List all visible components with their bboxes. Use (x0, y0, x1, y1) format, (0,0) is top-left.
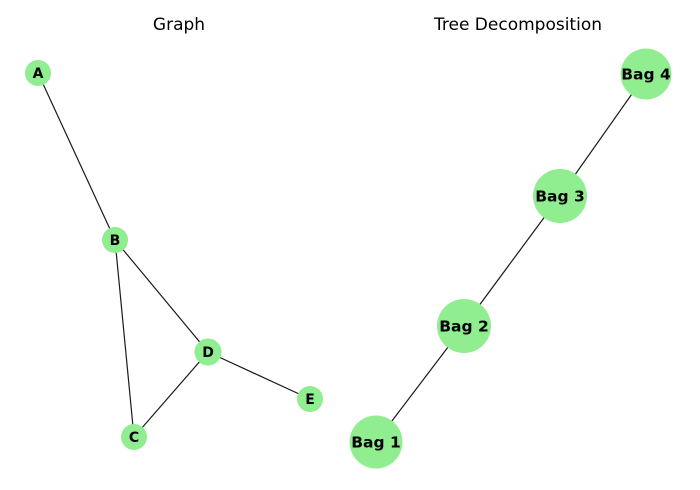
node-label-e: E (305, 392, 315, 408)
node-a: A (25, 60, 51, 86)
node-bag-1: Bag 1 (349, 415, 403, 469)
edge-d-e (207, 351, 311, 400)
graph-edges (37, 72, 311, 438)
node-circle-bag-4 (620, 48, 672, 100)
node-circle-bag-3 (533, 169, 587, 223)
node-label-b: B (110, 233, 121, 249)
edge-b-c (114, 239, 135, 438)
node-label-bag-4: Bag 4 (621, 66, 671, 84)
graph-panel: A B C D E Graph (25, 15, 323, 450)
tree-edges (375, 73, 647, 443)
node-label-d: D (202, 345, 214, 361)
tree-decomposition-title: Tree Decomposition (433, 15, 602, 35)
tree-panel: Bag 1 Bag 2 Bag 3 Bag 4 Tree Decomposition (349, 15, 672, 469)
node-circle-d (194, 338, 222, 366)
node-label-a: A (33, 66, 44, 82)
node-bag-4: Bag 4 (620, 48, 672, 100)
node-d: D (194, 338, 222, 366)
node-b: B (102, 227, 128, 253)
node-circle-a (25, 60, 51, 86)
node-circle-e (297, 386, 323, 412)
node-label-bag-2: Bag 2 (439, 318, 489, 336)
node-label-bag-3: Bag 3 (535, 188, 585, 206)
node-label-c: C (129, 430, 139, 446)
node-circle-bag-1 (349, 415, 403, 469)
edge-c-d (133, 351, 209, 438)
node-e: E (297, 386, 323, 412)
node-bag-3: Bag 3 (533, 169, 587, 223)
edge-a-b (37, 72, 116, 241)
graph-nodes: A B C D E (25, 60, 323, 450)
node-circle-bag-2 (437, 299, 491, 353)
node-bag-2: Bag 2 (437, 299, 491, 353)
edge-b-d (114, 239, 209, 353)
node-circle-c (121, 424, 147, 450)
node-circle-b (102, 227, 128, 253)
tree-nodes: Bag 1 Bag 2 Bag 3 Bag 4 (349, 48, 672, 469)
node-c: C (121, 424, 147, 450)
node-label-bag-1: Bag 1 (351, 434, 401, 452)
graph-title: Graph (153, 15, 205, 35)
